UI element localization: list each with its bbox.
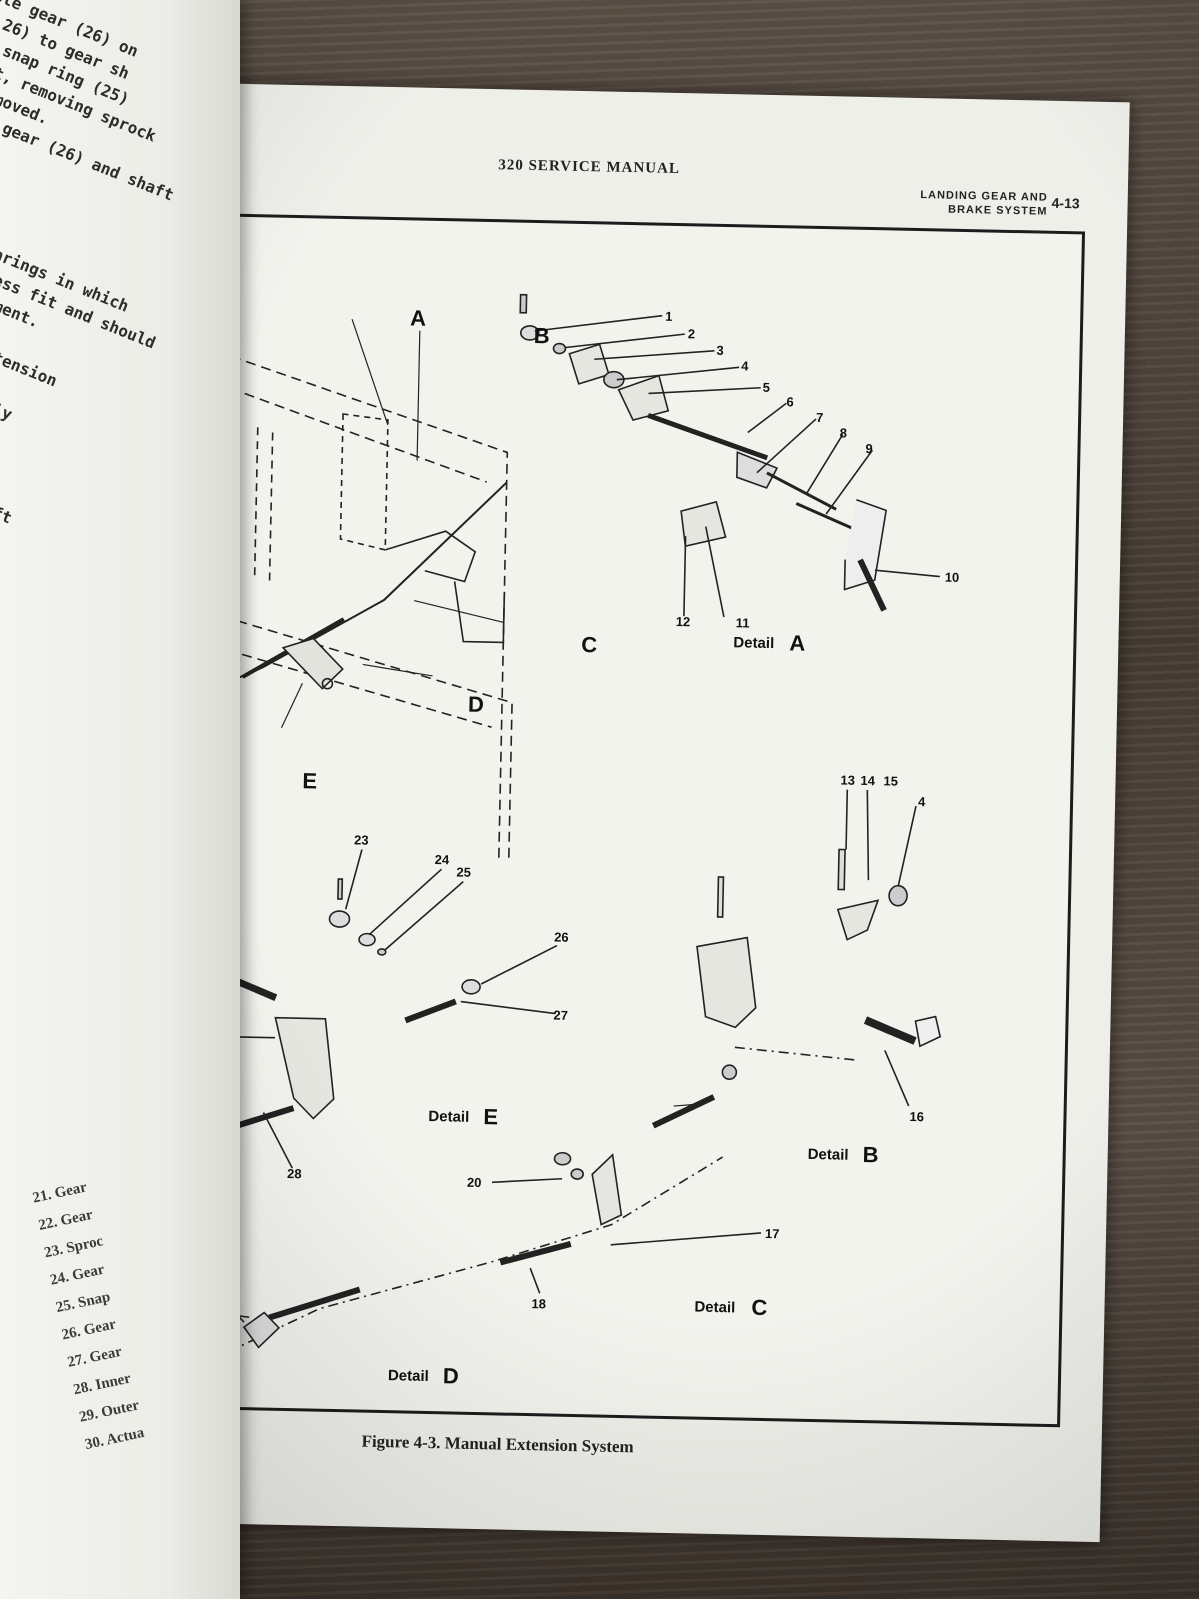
callout-16: 16 <box>909 1109 924 1124</box>
detail-d-letter: D <box>443 1363 459 1388</box>
view-letter-a: A <box>410 305 427 330</box>
callout-4: 4 <box>741 358 749 373</box>
callout-2: 2 <box>688 326 696 341</box>
callout-3: 3 <box>716 343 724 358</box>
wing-outline-top <box>109 313 509 863</box>
callout-7: 7 <box>816 410 824 425</box>
callout-14: 14 <box>860 773 876 788</box>
callout-1: 1 <box>665 309 673 324</box>
callout-28: 28 <box>287 1166 302 1181</box>
view-letter-b: B <box>533 323 549 348</box>
detail-e-letter: E <box>483 1104 498 1129</box>
section-title-line2: BRAKE SYSTEM <box>947 203 1048 218</box>
detail-c-label: Detail <box>694 1299 735 1317</box>
callout-27: 27 <box>553 1008 568 1023</box>
callout-4b: 4 <box>918 794 926 809</box>
detail-a-label: Detail <box>733 634 774 652</box>
callout-15: 15 <box>883 773 898 788</box>
view-letter-e: E <box>302 768 317 793</box>
detail-c-letter: C <box>751 1295 768 1320</box>
callout-11: 11 <box>736 615 750 630</box>
section-title: LANDING GEAR AND BRAKE SYSTEM <box>920 188 1048 219</box>
callout-20: 20 <box>467 1175 482 1190</box>
detail-d-label: Detail <box>388 1367 429 1385</box>
callout-26: 26 <box>554 930 569 945</box>
detail-e-label: Detail <box>428 1108 469 1126</box>
callout-23: 23 <box>354 832 369 847</box>
callout-25: 25 <box>456 864 471 879</box>
detail-b-bracket <box>696 936 757 1029</box>
detail-c-cable-path <box>228 1156 724 1353</box>
detail-b-label: Detail <box>807 1146 848 1164</box>
detail-a-bellcrank <box>384 530 477 583</box>
callout-9: 9 <box>865 441 873 456</box>
view-letter-d: D <box>468 692 484 717</box>
callout-18: 18 <box>531 1296 546 1311</box>
gear-box-outline <box>339 413 389 551</box>
detail-a-letter: A <box>789 630 806 655</box>
page-number: 4-13 <box>1051 194 1080 212</box>
left-page: mble gear (26) onnd 26) to gear shove sn… <box>0 0 240 1599</box>
callout-24: 24 <box>435 852 451 867</box>
callout-12: 12 <box>676 614 691 629</box>
callout-6: 6 <box>786 394 794 409</box>
callout-5: 5 <box>763 380 771 395</box>
wing-outline-bottom <box>114 583 513 863</box>
detail-b-letter: B <box>862 1142 878 1167</box>
view-letter-c: C <box>581 632 598 657</box>
callout-8: 8 <box>840 425 848 440</box>
callout-17: 17 <box>765 1226 780 1241</box>
left-page-text: mble gear (26) onnd 26) to gear shove sn… <box>0 0 203 1112</box>
figure-caption: Figure 4-3. Manual Extension System <box>361 1431 634 1457</box>
detail-e-support-bracket <box>274 1016 335 1120</box>
detail-d-bracket <box>281 637 344 690</box>
callout-13: 13 <box>840 773 855 788</box>
callout-10: 10 <box>945 570 960 585</box>
section-title-line1: LANDING GEAR AND <box>920 189 1048 204</box>
manual-title: 320 SERVICE MANUAL <box>498 157 681 178</box>
